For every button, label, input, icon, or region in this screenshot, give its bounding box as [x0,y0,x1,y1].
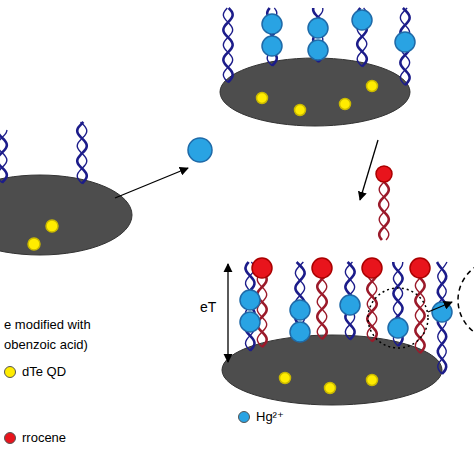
dna-strand [257,276,266,347]
mercury-ion [240,290,260,310]
quantum-dot [340,99,351,110]
step-arrow [360,140,378,200]
electrode [220,58,410,126]
legend-row: dTe QD [4,364,66,379]
mercury-ion [308,40,328,60]
electron-transfer-arrow [227,264,228,362]
legend-text: Hg²⁺ [256,409,284,424]
mercury-ion [352,10,372,30]
quantum-dot [295,105,306,116]
legend-note: e modified with [4,318,91,332]
dna-strand [367,276,376,341]
ferrocene [376,166,392,182]
mercury-ion [395,32,415,52]
legend-row: Hg²⁺ [238,409,284,424]
quantum-dot [367,375,378,386]
quantum-dot [46,220,58,232]
mercury-ion [240,312,260,332]
step-arrow [115,168,188,198]
quantum-dot [367,81,378,92]
dna-strand [379,182,389,240]
mercury-ion [308,18,328,38]
ferrocene [312,258,332,278]
quantum-dot [257,93,268,104]
step-arrow [428,302,452,312]
mercury-ion [262,36,282,56]
dna-strand [367,276,376,341]
mercury-ion [432,302,452,322]
dna-strand [77,122,87,183]
ferrocene [410,258,430,278]
dna-strand [223,8,232,82]
zoom-detail-circle [458,260,474,340]
quantum-dot [280,373,291,384]
electron-transfer-label: eT [200,300,216,315]
dna-strand [0,130,7,183]
mercury-ion [290,300,310,320]
dna-strand [0,130,7,183]
legend-swatch [238,411,250,423]
legend-text: rrocene [22,430,66,445]
ferrocene [252,258,272,278]
ferrocene [362,258,382,278]
legend-text: dTe QD [22,364,66,379]
quantum-dot [28,238,40,250]
dna-strand [257,276,266,347]
mercury-ion [388,318,408,338]
legend-note: obenzoic acid) [4,338,88,352]
electrode [0,175,132,255]
mercury-ion [262,14,282,34]
dna-strand [379,182,389,240]
dna-strand [317,276,327,339]
mercury-ion [188,138,212,162]
dna-strand [223,8,232,82]
zoom-circle [368,288,428,348]
dna-strand [317,276,327,339]
mercury-ion [290,322,310,342]
quantum-dot [325,383,336,394]
legend-swatch [4,366,16,378]
legend-swatch [4,432,16,444]
mercury-ion [340,295,360,315]
legend-row: rrocene [4,430,66,445]
dna-strand [77,122,87,183]
